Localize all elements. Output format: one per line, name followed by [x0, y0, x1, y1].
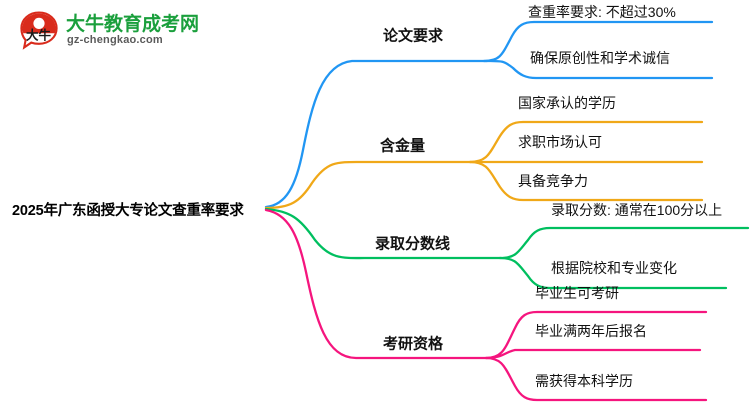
- leaf-label-4-2[interactable]: 毕业满两年后报名: [535, 323, 647, 339]
- branch-label-2[interactable]: 含金量: [380, 137, 426, 155]
- site-logo: 大牛 大牛教育成考网 gz-chengkao.com: [18, 8, 208, 54]
- leaf-label-3-1[interactable]: 录取分数: 通常在100分以上: [551, 202, 723, 218]
- branch-connector-1: [264, 20, 714, 209]
- leaf-label-4-3[interactable]: 需获得本科学历: [535, 373, 633, 389]
- leaf-label-1-1[interactable]: 查重率要求: 不超过30%: [528, 4, 676, 20]
- root-node-label[interactable]: 2025年广东函授大专论文查重率要求: [12, 203, 244, 219]
- branch-label-3[interactable]: 录取分数线: [375, 235, 451, 253]
- logo-url: gz-chengkao.com: [67, 34, 163, 46]
- leaf-label-2-2[interactable]: 求职市场认可: [518, 134, 602, 150]
- leaf-label-2-1[interactable]: 国家承认的学历: [518, 95, 616, 111]
- leaf-label-1-2[interactable]: 确保原创性和学术诚信: [530, 50, 670, 66]
- leaf-label-3-2[interactable]: 根据院校和专业变化: [551, 260, 677, 276]
- leaf-label-2-3[interactable]: 具备竞争力: [518, 173, 588, 189]
- logo-name-cn: 大牛教育成考网: [66, 14, 200, 35]
- logo-wordmark: 大牛教育成考网 gz-chengkao.com: [66, 8, 212, 54]
- branch-connector-3: [264, 207, 750, 290]
- branch-label-4[interactable]: 考研资格: [383, 335, 444, 353]
- leaf-label-4-1[interactable]: 毕业生可考研: [535, 285, 619, 301]
- logo-mark-icon: 大牛: [20, 11, 58, 50]
- logo-mark-text: 大牛: [26, 28, 52, 43]
- branch-connector-4: [264, 208, 708, 402]
- branch-connector-2: [264, 120, 704, 210]
- branch-label-1[interactable]: 论文要求: [383, 27, 444, 45]
